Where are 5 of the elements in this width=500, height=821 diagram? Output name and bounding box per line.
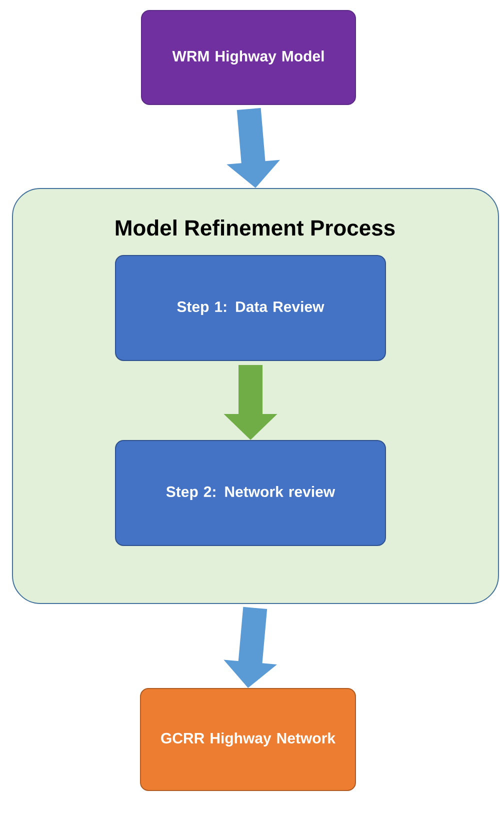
step-box: Step 1: Data Review bbox=[115, 255, 386, 361]
model-box: WRM Highway Model bbox=[141, 10, 356, 105]
container-title: Model Refinement Process bbox=[116, 220, 395, 236]
network-box: GCRR Highway Network bbox=[140, 688, 356, 791]
step-box: Step 2: Network review bbox=[115, 440, 386, 546]
